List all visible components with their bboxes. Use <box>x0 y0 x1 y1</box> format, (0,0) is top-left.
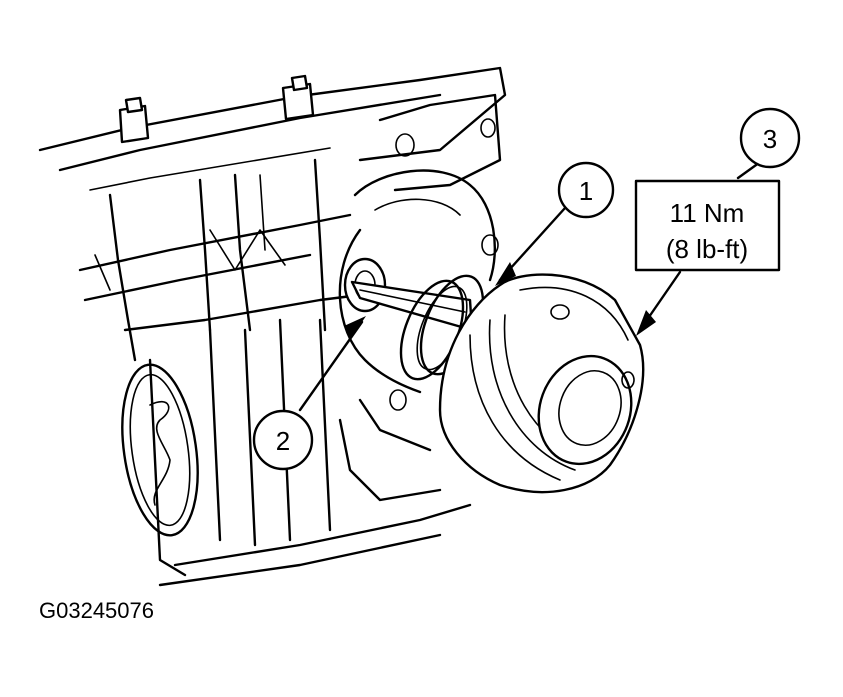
callout-2: 2 <box>252 409 314 471</box>
callout-3: 3 <box>739 107 801 169</box>
torque-spec-box: 11 Nm (8 lb-ft) <box>634 179 781 272</box>
callout-1-label: 1 <box>579 176 593 206</box>
engine-block <box>38 66 507 587</box>
figure-id: G03245076 <box>39 598 154 623</box>
thermostat-housing <box>438 273 645 494</box>
leader-arrow-3 <box>636 310 656 336</box>
leader-arrow-1 <box>495 262 516 286</box>
callout-3-label: 3 <box>763 124 777 154</box>
leader-arrow-2 <box>344 316 366 340</box>
torque-value-metric: 11 Nm <box>670 198 745 228</box>
callout-1: 1 <box>557 161 615 219</box>
callout-2-label: 2 <box>276 426 290 456</box>
torque-value-imperial: (8 lb-ft) <box>666 234 748 264</box>
ford-oval-logo <box>121 363 199 537</box>
